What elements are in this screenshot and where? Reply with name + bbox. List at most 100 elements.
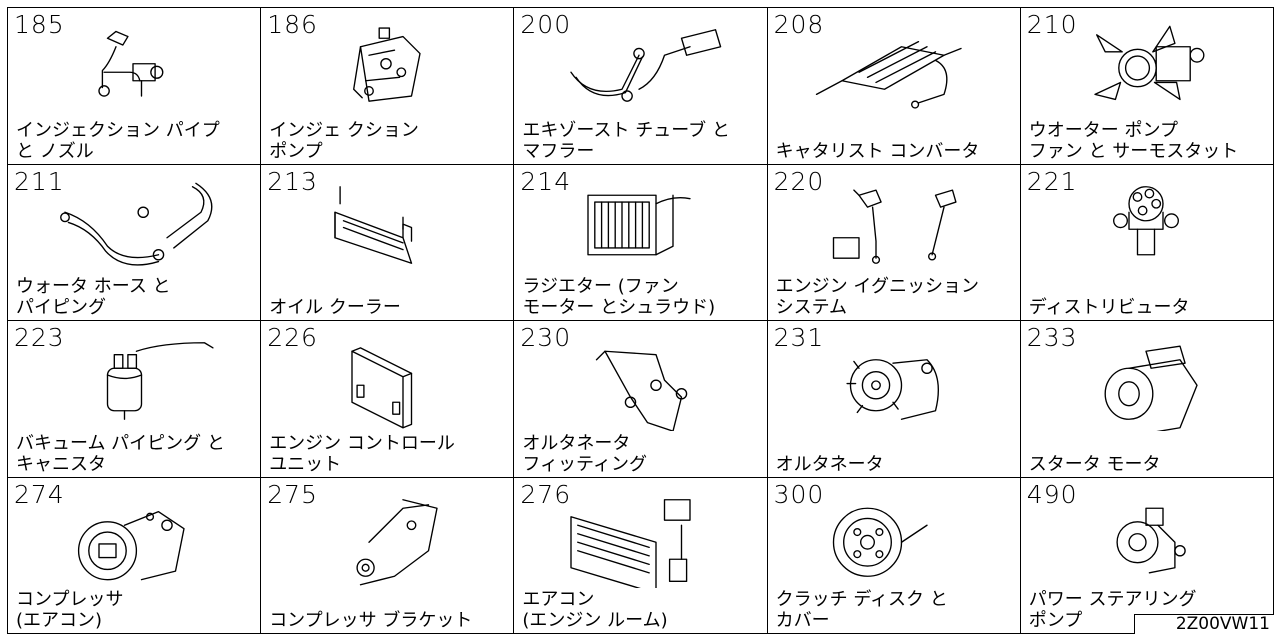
group-number: 200 [520, 10, 572, 39]
starter-motor-icon [1061, 331, 1231, 437]
group-label: オイル クーラー [269, 297, 401, 318]
group-label: エンジン コントロールユニット [269, 433, 455, 475]
group-label-line1: コンプレッサ [16, 589, 124, 610]
group-label: スタータ モータ [1029, 454, 1161, 475]
group-label: エキゾースト チューブ とマフラー [522, 120, 729, 162]
group-label: エンジン イグニッションシステム [776, 276, 979, 318]
group-label-line1: パワー ステアリング [1028, 589, 1197, 610]
group-label-line1: ラジエター (ファン [522, 276, 679, 297]
group-label-line2: キャタリスト コンバータ [775, 140, 980, 162]
part-group-231[interactable]: 231 オルタネータ [767, 321, 1021, 478]
part-group-223[interactable]: 223 バキューム パイピング とキャニスタ [8, 321, 262, 478]
group-label-line2: モーター とシュラウド) [522, 297, 716, 318]
group-label: エアコン(エンジン ルーム) [522, 589, 667, 631]
group-label-line2: カバー [775, 610, 830, 631]
group-label-line1: エンジン コントロール [269, 432, 455, 454]
part-group-226[interactable]: 226 エンジン コントロールユニット [261, 321, 515, 478]
group-number: 275 [267, 479, 318, 509]
group-label-line1: インジェクション パイプ [16, 119, 220, 141]
part-group-200[interactable]: 200 エキゾースト チューブ とマフラー [514, 8, 768, 165]
group-label: オルタネータ [776, 454, 884, 475]
group-label-line1: バキューム パイピング と [16, 432, 225, 454]
group-label-line2: システム [775, 297, 848, 318]
part-group-490[interactable]: 490 パワー ステアリングポンプ [1020, 477, 1274, 634]
group-number: 208 [773, 10, 825, 39]
water-pump-fan-icon [1061, 18, 1231, 118]
group-label: ディストリビュータ [1029, 297, 1190, 318]
part-group-221[interactable]: 221 ディストリビュータ [1020, 164, 1274, 321]
group-label-line2: ポンプ [1028, 610, 1083, 631]
exhaust-muffler-icon [554, 18, 724, 118]
part-group-230[interactable]: 230 オルタネータフィッティング [514, 321, 768, 478]
group-label: バキューム パイピング とキャニスタ [16, 433, 225, 475]
group-label-line1: ウォータ ホース と [16, 276, 171, 297]
catalytic-converter-icon [808, 18, 978, 118]
group-label: キャタリスト コンバータ [776, 141, 980, 162]
group-number: 231 [773, 323, 825, 352]
group-number: 220 [773, 166, 825, 196]
aircon-condenser-icon [554, 488, 724, 594]
part-group-213[interactable]: 213 オイル クーラー [261, 164, 515, 321]
group-label-line2: パイピング [16, 297, 106, 318]
group-label: コンプレッサ(エアコン) [16, 589, 123, 631]
part-group-300[interactable]: 300 クラッチ ディスク とカバー [767, 477, 1021, 634]
ignition-system-icon [808, 175, 978, 275]
group-label-line1: エアコン [522, 589, 595, 610]
group-label-line2: オルタネータ [775, 453, 884, 475]
group-label: ウオーター ポンプファン と サーモスタット [1029, 120, 1238, 162]
group-label-line2: ファン と サーモスタット [1028, 140, 1239, 162]
group-label-line1: エキゾースト チューブ と [522, 119, 730, 141]
group-label-line2: と ノズル [16, 140, 94, 162]
group-label-line1: エンジン イグニッション [775, 276, 979, 297]
group-label: コンプレッサ ブラケット [269, 610, 472, 631]
group-label-line1: インジェ クション [269, 119, 419, 141]
group-label-line2: ポンプ [269, 140, 323, 162]
group-number: 490 [1026, 479, 1078, 509]
part-group-220[interactable]: 220 エンジン イグニッションシステム [767, 164, 1021, 321]
group-label-line2: キャニスタ [16, 453, 106, 475]
part-group-274[interactable]: 274 コンプレッサ(エアコン) [8, 477, 262, 634]
group-label-line2: マフラー [522, 140, 595, 162]
part-group-233[interactable]: 233 スタータ モータ [1020, 321, 1274, 478]
group-number: 274 [14, 479, 65, 509]
group-number: 211 [14, 166, 65, 196]
group-label-line2: (エンジン ルーム) [522, 610, 668, 631]
clutch-disc-icon [808, 488, 978, 588]
compressor-icon [48, 488, 218, 588]
group-number: 226 [267, 323, 318, 352]
part-group-275[interactable]: 275 コンプレッサ ブラケット [261, 477, 515, 634]
page-code: 2Z00VW11 [1134, 614, 1274, 634]
distributor-icon [1061, 175, 1231, 275]
group-number: 210 [1026, 10, 1078, 39]
group-label-line2: スタータ モータ [1028, 453, 1161, 475]
power-steering-pump-icon [1061, 488, 1231, 588]
water-hose-icon [48, 175, 218, 275]
alternator-bracket-icon [554, 331, 724, 432]
compressor-bracket-icon [301, 488, 471, 588]
group-label-line2: ユニット [269, 453, 342, 475]
group-label: インジェ クションポンプ [269, 120, 419, 162]
part-group-211[interactable]: 211 ウォータ ホース とパイピング [8, 164, 262, 321]
group-label-line1: ウオーター ポンプ [1028, 119, 1178, 141]
group-number: 233 [1026, 323, 1078, 352]
part-group-208[interactable]: 208 キャタリスト コンバータ [767, 8, 1021, 165]
group-label: オルタネータフィッティング [522, 433, 647, 475]
group-number: 230 [520, 323, 572, 352]
group-label: インジェクション パイプと ノズル [16, 120, 220, 162]
group-number: 213 [267, 166, 318, 196]
part-group-210[interactable]: 210 ウオーター ポンプファン と サーモスタット [1020, 8, 1274, 165]
group-label-line2: コンプレッサ ブラケット [269, 610, 473, 631]
group-number: 300 [773, 479, 825, 509]
group-number: 221 [1026, 166, 1078, 196]
group-label-line2: オイル クーラー [269, 297, 401, 318]
alternator-icon [808, 331, 978, 431]
group-number: 223 [14, 323, 65, 352]
group-label-line2: ディストリビュータ [1028, 297, 1190, 318]
injection-pipe-icon [48, 18, 218, 118]
group-label: クラッチ ディスク とカバー [776, 589, 948, 631]
